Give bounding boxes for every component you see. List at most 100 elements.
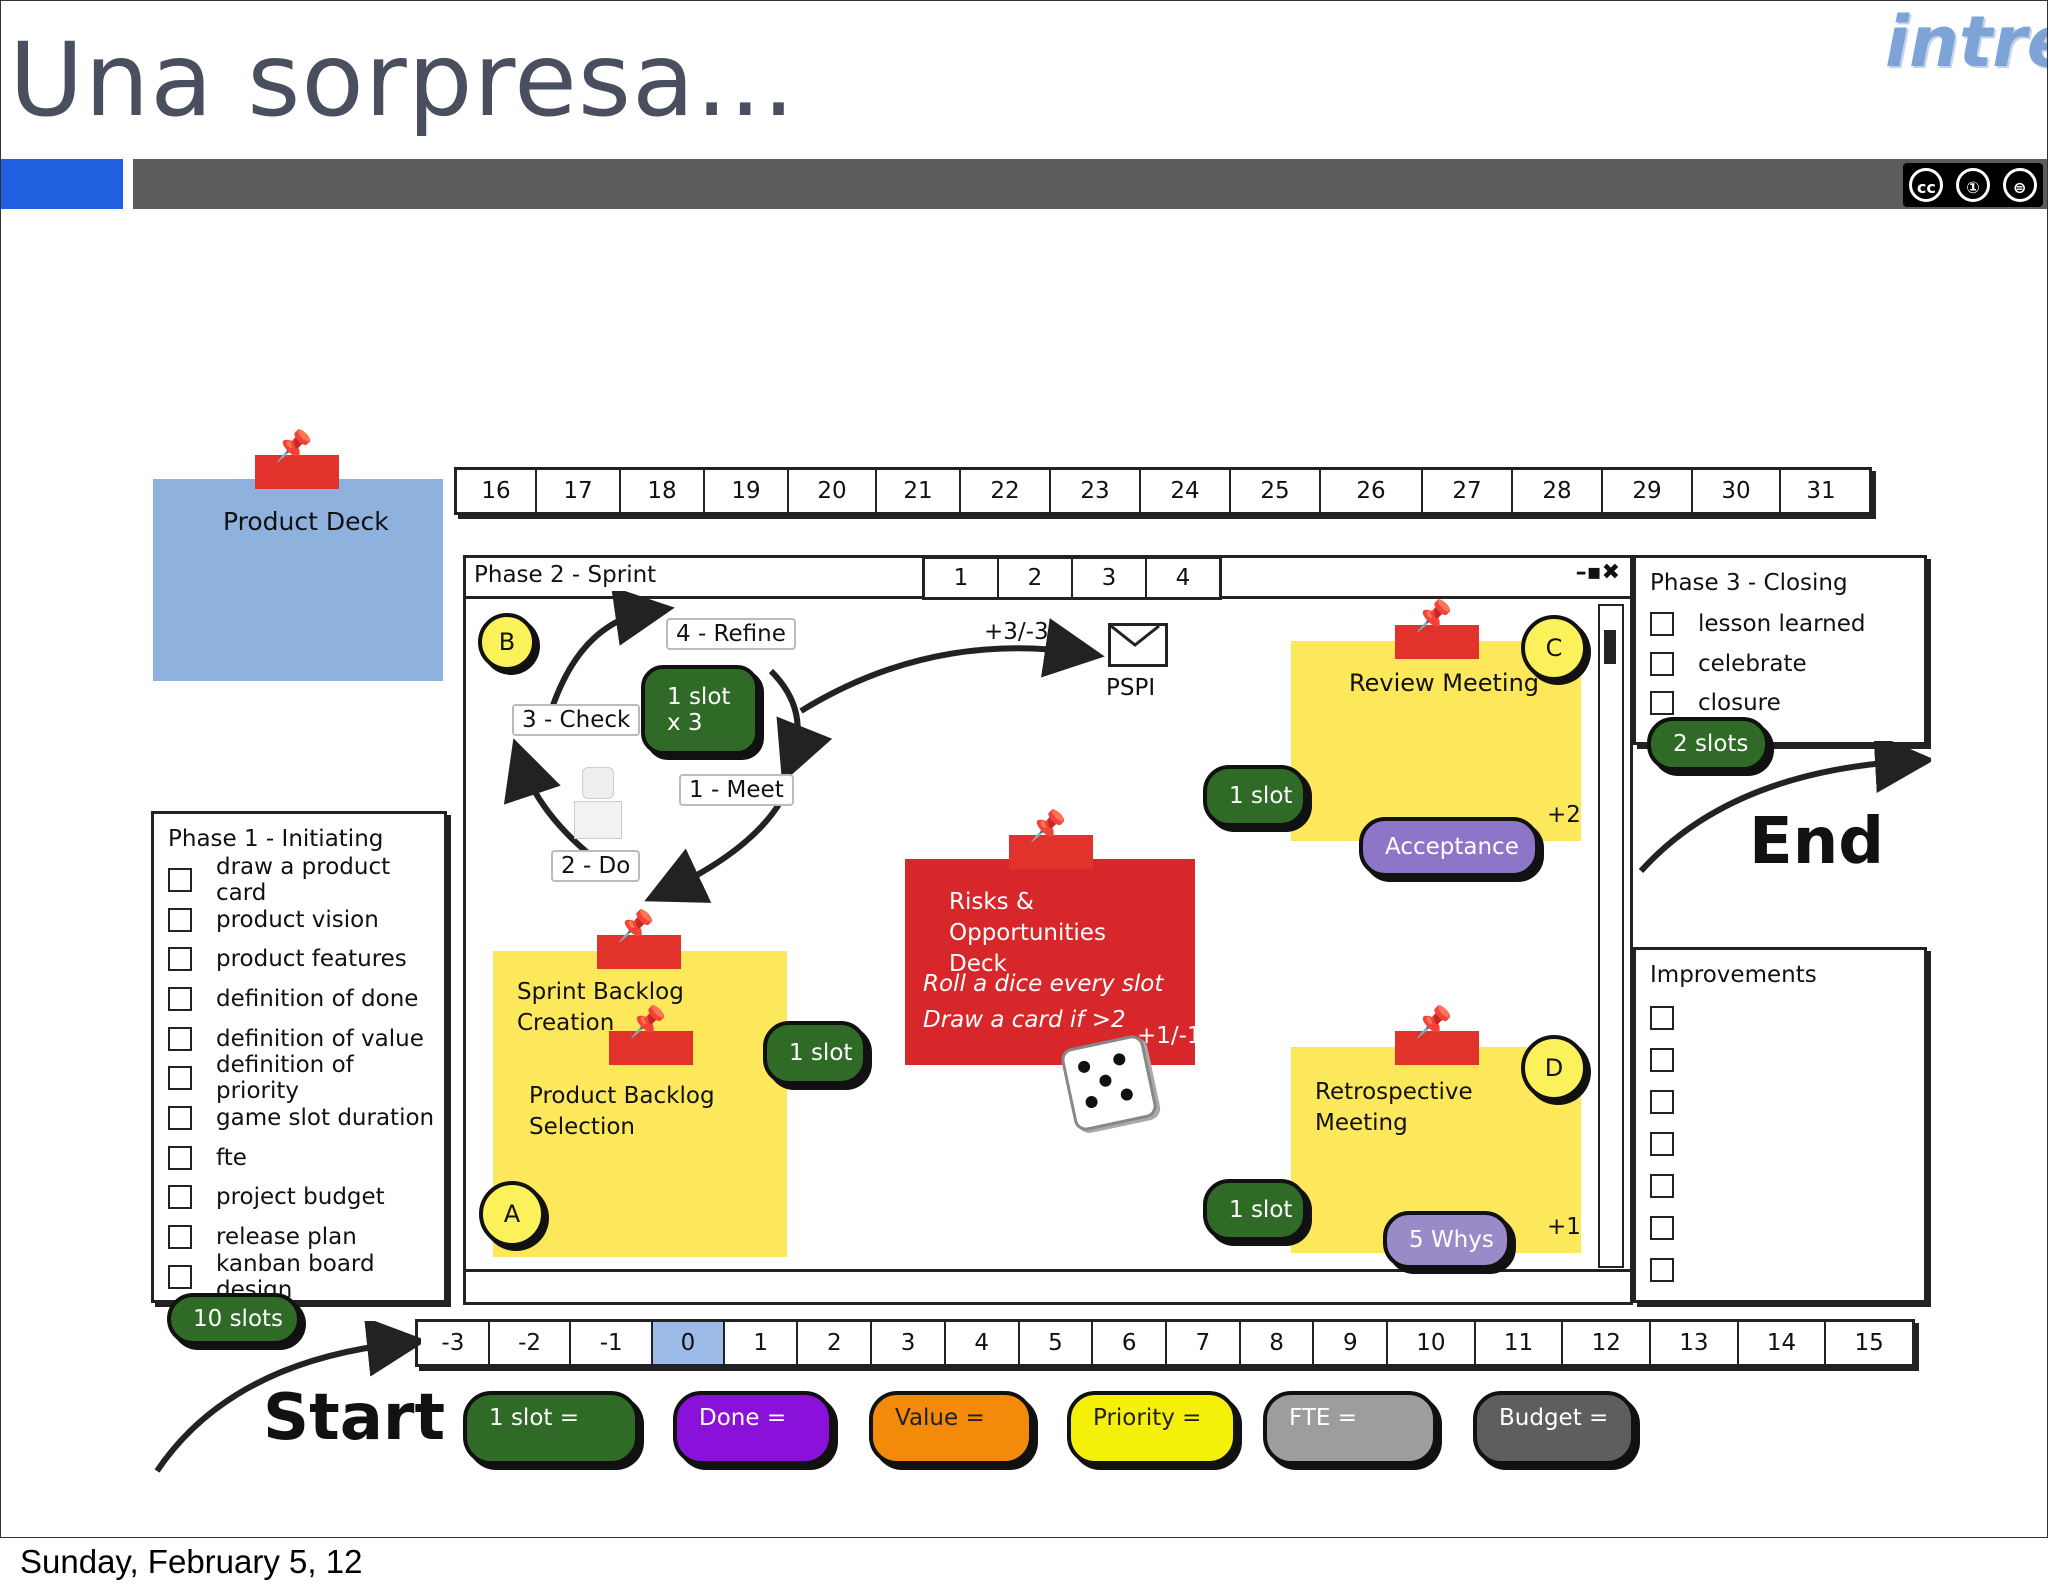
checklist-item[interactable]: kanban board design bbox=[168, 1251, 444, 1303]
cc-icon: cc bbox=[1909, 168, 1944, 202]
improvements-checklist bbox=[1650, 1006, 1698, 1300]
tab-4[interactable]: 4 bbox=[1175, 565, 1191, 591]
checklist-item-label: definition of done bbox=[216, 985, 419, 1012]
risks-delta: +1/-1 bbox=[1137, 1023, 1202, 1049]
cycle-check-label: 3 - Check bbox=[512, 704, 641, 736]
retro-slot-pill: 1 slot bbox=[1203, 1179, 1307, 1241]
pin-icon bbox=[597, 909, 681, 969]
checkbox[interactable] bbox=[168, 1066, 192, 1091]
checklist-item[interactable]: fte bbox=[168, 1138, 444, 1178]
checkbox[interactable] bbox=[168, 1026, 192, 1051]
checklist-item[interactable]: draw a product card bbox=[168, 854, 444, 906]
review-slot-label: 1 slot bbox=[1229, 783, 1293, 809]
window-controls[interactable]: –▪✖ bbox=[1575, 560, 1620, 585]
pin-icon bbox=[609, 1005, 693, 1065]
phase2-title: Phase 2 - Sprint bbox=[474, 562, 657, 588]
phase3-slots-pill: 2 slots bbox=[1647, 717, 1769, 771]
bottom-ruler-cell: 7 bbox=[1167, 1322, 1241, 1364]
checklist-item[interactable]: game slot duration bbox=[168, 1098, 444, 1138]
tab-2[interactable]: 2 bbox=[999, 559, 1073, 597]
top-ruler-cell: 16 bbox=[457, 470, 537, 512]
checkbox[interactable] bbox=[168, 1225, 192, 1250]
risks-rule-line2: Draw a card if >2 bbox=[923, 1007, 1126, 1033]
phase3-slots-label: 2 slots bbox=[1673, 731, 1749, 757]
pspi-label: PSPI bbox=[1106, 675, 1156, 701]
checkbox[interactable] bbox=[168, 986, 192, 1011]
improvement-checkbox[interactable] bbox=[1650, 1216, 1674, 1240]
legend-pill: Priority = bbox=[1067, 1391, 1237, 1465]
risks-deck-title: Risks & Opportunities Deck bbox=[949, 889, 1106, 977]
vertical-scrollbar[interactable] bbox=[1598, 604, 1624, 1268]
five-whys-pill: 5 Whys bbox=[1383, 1211, 1511, 1269]
checklist-item-label: product features bbox=[216, 946, 407, 973]
improvement-checkbox[interactable] bbox=[1650, 1048, 1674, 1072]
improvements-panel: Improvements bbox=[1633, 947, 1927, 1303]
bottom-ruler-cell: 11 bbox=[1476, 1322, 1564, 1364]
improvement-checkbox[interactable] bbox=[1650, 1258, 1674, 1282]
tab-1[interactable]: 1 bbox=[925, 559, 999, 597]
product-deck-card[interactable]: Product Deck bbox=[153, 429, 443, 681]
bottom-ruler-cell: 9 bbox=[1314, 1322, 1389, 1364]
title-rule-bar bbox=[133, 159, 2047, 209]
checkbox[interactable] bbox=[1650, 611, 1674, 636]
improvement-checkbox[interactable] bbox=[1650, 1174, 1674, 1198]
checkbox[interactable] bbox=[168, 1145, 192, 1170]
checkbox[interactable] bbox=[1650, 651, 1674, 676]
checklist-item-label: release plan bbox=[216, 1224, 357, 1251]
legend-label: Done = bbox=[699, 1405, 787, 1431]
checklist-item-label: product vision bbox=[216, 906, 379, 933]
checkbox[interactable] bbox=[1650, 691, 1674, 716]
top-ruler-cell: 31 bbox=[1806, 478, 1836, 504]
improvement-checkbox[interactable] bbox=[1650, 1006, 1674, 1030]
checkbox[interactable] bbox=[168, 867, 192, 892]
cycle-do-label: 2 - Do bbox=[551, 850, 641, 882]
legend-pill: Budget = bbox=[1473, 1391, 1635, 1465]
checklist-item[interactable]: product vision bbox=[168, 900, 444, 940]
legend-label: Value = bbox=[895, 1405, 985, 1431]
review-meeting-card[interactable]: Review Meeting bbox=[1291, 599, 1581, 841]
checklist-item-label: game slot duration bbox=[216, 1104, 435, 1131]
top-ruler-cell: 24 bbox=[1141, 470, 1231, 512]
checklist-item[interactable]: project budget bbox=[168, 1178, 444, 1218]
review-slot-pill: 1 slot bbox=[1203, 765, 1307, 827]
bottom-ruler-cell: 1 bbox=[725, 1322, 799, 1364]
checkbox[interactable] bbox=[168, 1264, 192, 1289]
checklist-item[interactable]: lesson learned bbox=[1650, 604, 1865, 644]
phase1-panel: Phase 1 - Initiating draw a product card… bbox=[151, 811, 447, 1303]
improvement-checkbox[interactable] bbox=[1650, 1090, 1674, 1114]
start-label: Start bbox=[263, 1381, 446, 1455]
checklist-item[interactable]: celebrate bbox=[1650, 644, 1865, 684]
checklist-item-label: kanban board design bbox=[216, 1250, 375, 1303]
attribution-icon: ① bbox=[1955, 168, 1990, 202]
improvement-checkbox[interactable] bbox=[1650, 1132, 1674, 1156]
title-accent-bar bbox=[1, 159, 123, 209]
dice-icon bbox=[1059, 1033, 1159, 1133]
bottom-ruler-cell: 8 bbox=[1241, 1322, 1315, 1364]
tab-3[interactable]: 3 bbox=[1073, 559, 1147, 597]
checklist-item[interactable]: product features bbox=[168, 939, 444, 979]
checklist-item[interactable]: closure bbox=[1650, 683, 1865, 723]
checklist-item[interactable]: release plan bbox=[168, 1217, 444, 1257]
checkbox[interactable] bbox=[168, 907, 192, 932]
checkbox[interactable] bbox=[168, 1185, 192, 1210]
risks-opportunities-deck[interactable]: Risks & Opportunities Deck Roll a dice e… bbox=[905, 809, 1202, 1065]
checklist-item[interactable]: definition of done bbox=[168, 979, 444, 1019]
top-ruler-cell: 29 bbox=[1603, 470, 1693, 512]
top-ruler-cell: 30 bbox=[1693, 470, 1781, 512]
noderivs-icon: ⊜ bbox=[2002, 168, 2037, 202]
checkbox[interactable] bbox=[168, 1105, 192, 1130]
checkbox[interactable] bbox=[168, 947, 192, 972]
top-ruler-cell: 19 bbox=[705, 470, 789, 512]
bottom-ruler-cell: 5 bbox=[1020, 1322, 1094, 1364]
sprint-slot-label: 1 slot bbox=[789, 1040, 853, 1066]
scrollbar-thumb[interactable] bbox=[1604, 630, 1616, 664]
top-ruler-cell: 21 bbox=[877, 470, 961, 512]
retrospective-title: Retrospective Meeting bbox=[1315, 1079, 1473, 1136]
checklist-item[interactable]: definition of priority bbox=[168, 1052, 444, 1104]
phase1-title: Phase 1 - Initiating bbox=[168, 826, 384, 852]
top-ruler-cell: 28 bbox=[1513, 470, 1603, 512]
checklist-item-label: draw a product card bbox=[216, 853, 391, 906]
checklist-item[interactable]: definition of value bbox=[168, 1019, 444, 1059]
